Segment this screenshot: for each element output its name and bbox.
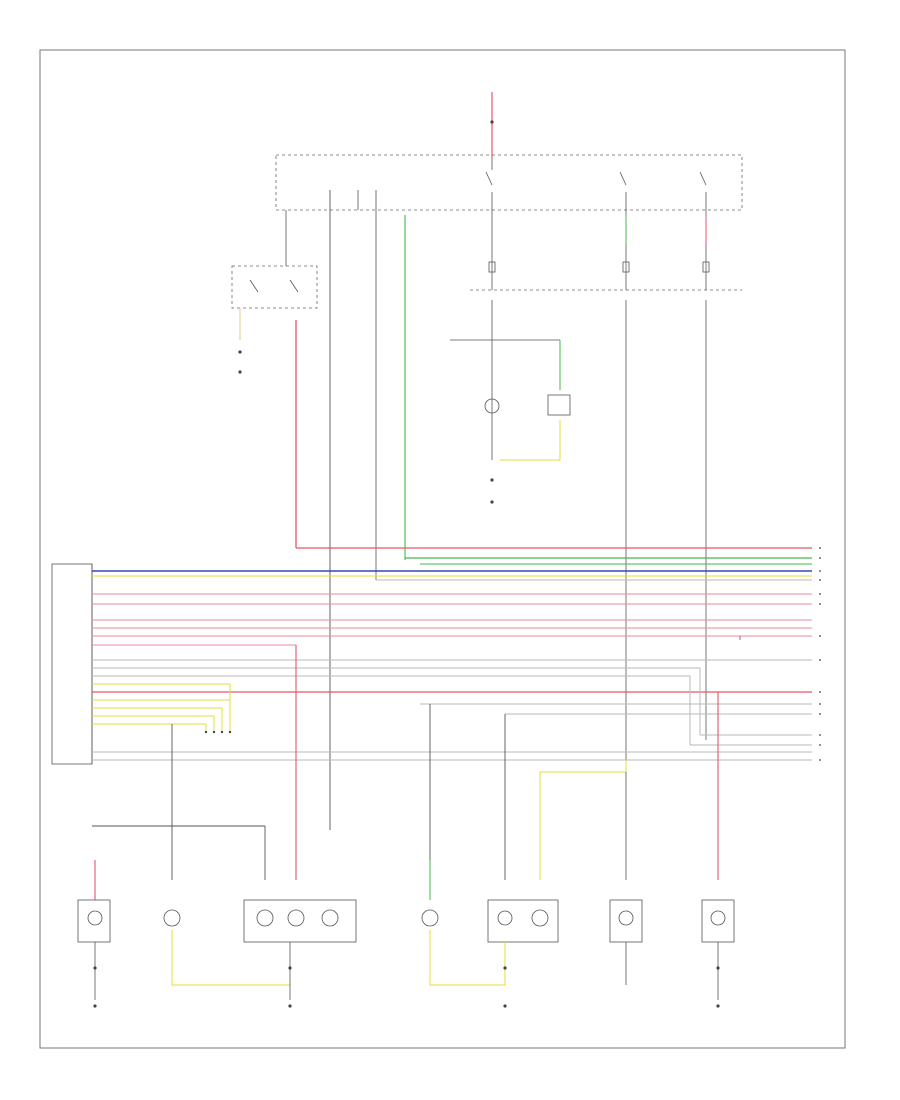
fuse-box <box>275 92 743 291</box>
light-switch-block <box>231 210 318 374</box>
center-feeds <box>295 190 406 830</box>
bottom-grounds <box>93 930 720 1008</box>
bus-lines <box>92 547 812 761</box>
control-module <box>51 563 93 765</box>
upper-lamp-circuit <box>450 300 571 504</box>
right-fuse-drops <box>625 300 707 760</box>
bottom-lamps <box>77 860 735 943</box>
bus-drops <box>92 636 741 880</box>
diagram-frame <box>39 49 846 1049</box>
right-connector-pins <box>819 547 821 761</box>
